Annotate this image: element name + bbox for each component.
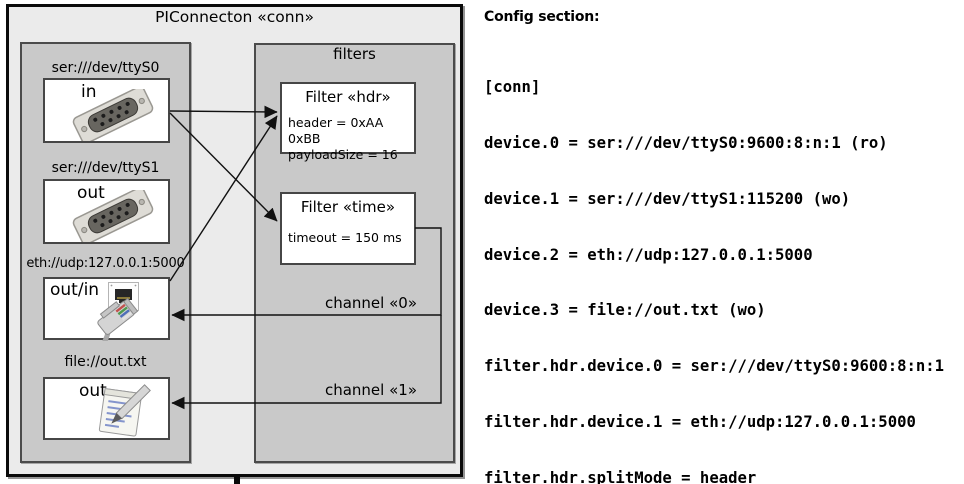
device-url-label-file: file://out.txt: [64, 354, 147, 370]
device-box-file: out: [43, 377, 170, 440]
device-box-ttys1: out: [43, 179, 170, 244]
device-port-label: out: [77, 183, 105, 203]
device-box-eth: out/in: [43, 277, 170, 341]
device-url-label-eth: eth://udp:127.0.0.1:5000: [26, 256, 185, 271]
diagram-title: PIConnecton «conn»: [155, 8, 314, 26]
device-url-label-ttys0: ser:///dev/ttyS0: [51, 60, 160, 76]
filter-hdr-param-payloadsize: payloadSize = 16: [288, 147, 398, 162]
channel-0-label: channel «0»: [324, 294, 417, 312]
filters-group-title: filters: [333, 45, 376, 63]
device-url-label-ttys1: ser:///dev/ttyS1: [51, 160, 160, 176]
config-line: device.3 = file://out.txt (wo): [484, 301, 766, 320]
filter-box-time: Filter «time» timeout = 150 ms: [280, 192, 416, 265]
filter-box-hdr: Filter «hdr» header = 0xAA 0xBB payloadS…: [280, 82, 416, 162]
config-heading: Config section:: [484, 9, 600, 25]
filter-time-param-timeout: timeout = 150 ms: [288, 230, 402, 245]
ethernet-plug-icon: [96, 297, 139, 341]
notepad-icon: [98, 384, 151, 437]
bottom-tick: [234, 474, 240, 484]
config-line: [conn]: [484, 78, 541, 97]
filter-hdr-param-header: header = 0xAA 0xBB: [288, 115, 384, 146]
config-line: device.1 = ser:///dev/ttyS1:115200 (wo): [484, 189, 851, 208]
device-port-label: out/in: [50, 280, 100, 300]
serial-connector-icon: [72, 190, 154, 242]
serial-connector-icon: [72, 89, 154, 141]
filter-time-title: Filter «time»: [300, 198, 396, 216]
config-line: device.2 = eth://udp:127.0.0.1:5000: [484, 245, 813, 264]
device-port-label: out: [79, 381, 107, 401]
config-line: filter.hdr.device.1 = eth://udp:127.0.0.…: [484, 412, 916, 431]
config-line: filter.hdr.splitMode = header: [484, 468, 757, 484]
channel-1-label: channel «1»: [324, 381, 417, 399]
config-line: filter.hdr.device.0 = ser:///dev/ttyS0:9…: [484, 357, 945, 376]
config-section: [conn] device.0 = ser:///dev/ttyS0:9600:…: [484, 41, 953, 484]
config-line: device.0 = ser:///dev/ttyS0:9600:8:n:1 (…: [484, 133, 888, 152]
device-port-label: in: [81, 82, 97, 102]
filter-hdr-title: Filter «hdr»: [305, 88, 391, 106]
device-box-ttys0: in: [43, 78, 170, 143]
